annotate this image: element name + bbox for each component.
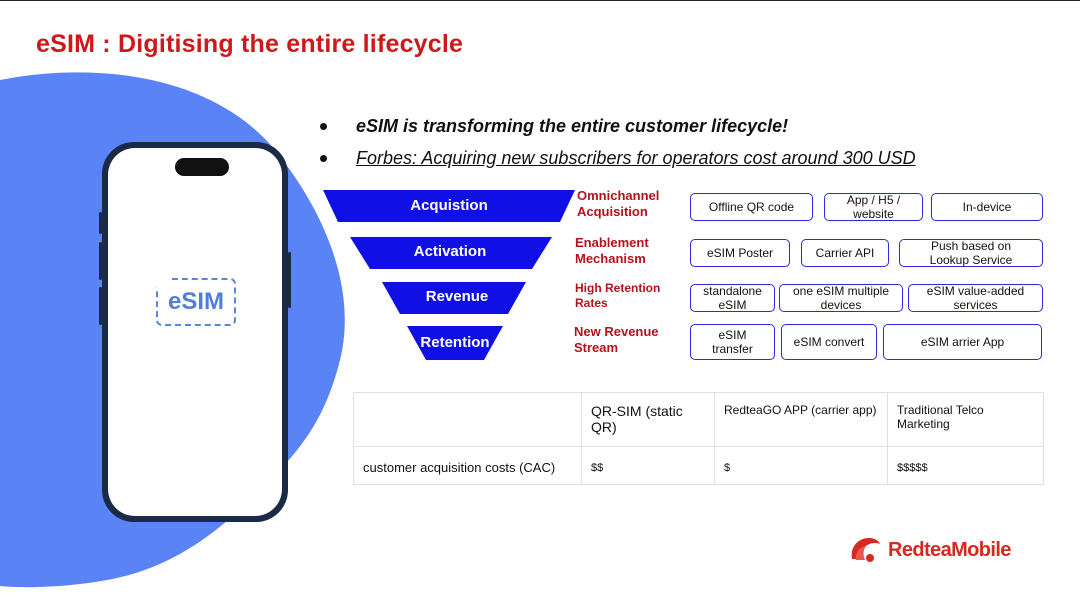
esim-card-label: eSIM bbox=[167, 288, 224, 315]
box-push-lookup-service: Push based on Lookup Service bbox=[899, 239, 1043, 267]
box-offline-qr-code: Offline QR code bbox=[690, 193, 813, 221]
phone-button-left-3 bbox=[99, 287, 102, 325]
table-header-cell: Traditional Telco Marketing bbox=[887, 392, 1044, 447]
stage-label-retention: New Revenue Stream bbox=[574, 324, 659, 355]
funnel-label-retention: Retention bbox=[420, 334, 490, 351]
logo-text: RedteaMobile bbox=[888, 538, 1011, 561]
esim-card-icon: eSIM bbox=[156, 278, 236, 326]
bullet-item: eSIM is transforming the entire customer… bbox=[318, 113, 916, 145]
phone-screen: eSIM bbox=[108, 148, 282, 516]
box-esim-poster: eSIM Poster bbox=[690, 239, 790, 267]
bullet-text: eSIM is transforming the entire customer… bbox=[356, 116, 789, 136]
bullet-dot-icon bbox=[320, 155, 327, 162]
funnel-level-activation bbox=[350, 237, 552, 269]
box-esim-carrier-app: eSIM arrier App bbox=[883, 324, 1042, 360]
table-row: customer acquisition costs (CAC) $$ $ $$… bbox=[353, 446, 1044, 485]
table-header-cell: QR-SIM (static QR) bbox=[581, 392, 715, 447]
funnel-level-revenue bbox=[382, 282, 526, 314]
phone-notch bbox=[175, 158, 229, 176]
stage-label-acquisition: Omnichannel Acquisition bbox=[577, 188, 660, 219]
phone-button-left-2 bbox=[99, 242, 102, 280]
box-in-device: In-device bbox=[931, 193, 1043, 221]
cac-comparison-table: QR-SIM (static QR) RedteaGO APP (carrier… bbox=[353, 392, 1044, 485]
box-esim-transfer: eSIM transfer bbox=[690, 324, 775, 360]
funnel-label-activation: Activation bbox=[413, 243, 487, 260]
funnel-level-acquisition bbox=[323, 190, 575, 222]
box-esim-convert: eSIM convert bbox=[781, 324, 877, 360]
table-cell: $ bbox=[714, 446, 888, 485]
box-one-esim-multiple-devices: one eSIM multiple devices bbox=[779, 284, 903, 312]
bullet-list: eSIM is transforming the entire customer… bbox=[318, 113, 916, 177]
top-border bbox=[0, 0, 1080, 1]
box-carrier-api: Carrier API bbox=[801, 239, 889, 267]
phone-button-left-1 bbox=[99, 212, 102, 234]
box-standalone-esim: standalone eSIM bbox=[690, 284, 775, 312]
box-app-h5-website: App / H5 / website bbox=[824, 193, 923, 221]
company-logo: RedteaMobile bbox=[848, 533, 1011, 567]
bullet-item: Forbes: Acquiring new subscribers for op… bbox=[318, 145, 916, 177]
bullet-link[interactable]: Forbes: Acquiring new subscribers for op… bbox=[356, 148, 916, 168]
slide-title: eSIM : Digitising the entire lifecycle bbox=[36, 30, 464, 58]
table-header-cell: RedteaGO APP (carrier app) bbox=[714, 392, 888, 447]
bullet-dot-icon bbox=[320, 123, 327, 130]
phone-button-right bbox=[288, 252, 291, 308]
funnel-label-revenue: Revenue bbox=[425, 288, 489, 305]
funnel-level-retention bbox=[407, 326, 503, 360]
table-cell: customer acquisition costs (CAC) bbox=[353, 446, 582, 485]
table-cell: $$ bbox=[581, 446, 715, 485]
stage-label-revenue: High Retention Rates bbox=[575, 281, 661, 310]
funnel-label-acquisition: Acquistion bbox=[410, 197, 488, 214]
stage-label-activation: Enablement Mechanism bbox=[575, 235, 649, 266]
phone-illustration: eSIM bbox=[99, 142, 291, 522]
redtea-logo-icon bbox=[851, 538, 880, 562]
box-esim-value-added-services: eSIM value-added services bbox=[908, 284, 1043, 312]
table-cell: $$$$$ bbox=[887, 446, 1044, 485]
table-header-cell bbox=[353, 392, 582, 447]
table-header-row: QR-SIM (static QR) RedteaGO APP (carrier… bbox=[353, 392, 1044, 447]
